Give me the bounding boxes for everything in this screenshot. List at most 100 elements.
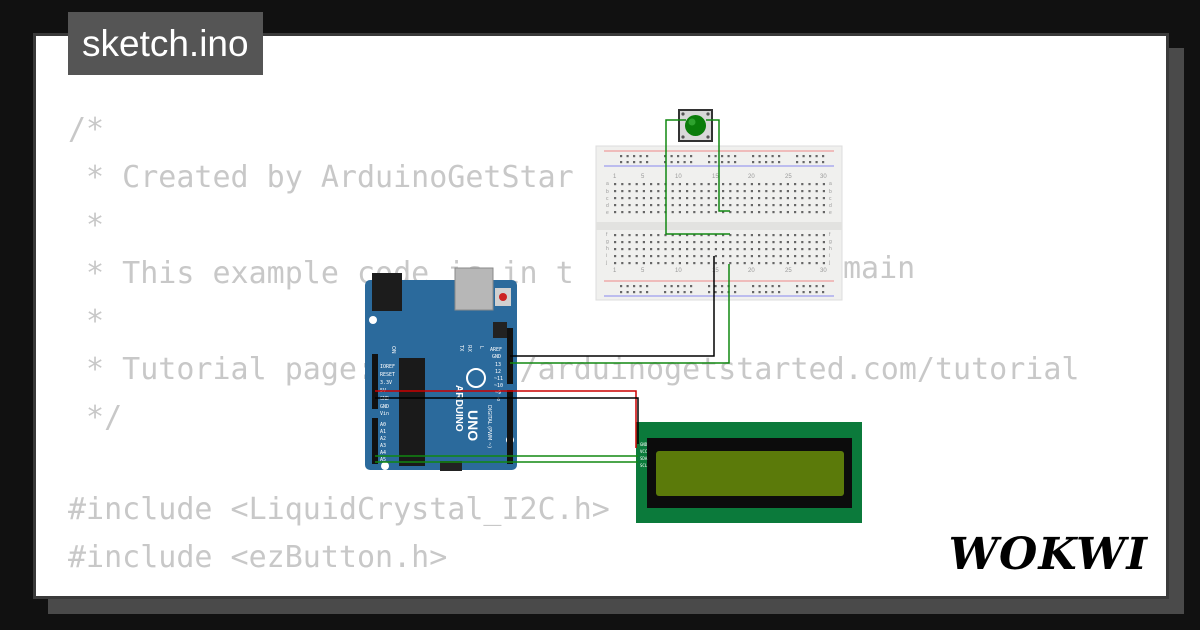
column-number: 30 (820, 174, 827, 180)
column-number: 1 (613, 174, 617, 180)
lcd-1602-i2c[interactable]: GND VCC SDA SCL (636, 422, 862, 523)
code-line: * This example code is in t (68, 256, 574, 291)
breadboard-row-letters: a b c d e f g h i j a b c d e f g h i j (605, 181, 832, 266)
svg-text:d: d (829, 203, 832, 209)
svg-text:GND: GND (380, 404, 389, 410)
svg-text:i: i (606, 253, 607, 259)
code-line: * (68, 208, 105, 243)
wire-black-gnd-breadboard (510, 256, 715, 357)
column-number: 1 (613, 268, 617, 274)
infinity-logo-left (466, 368, 486, 388)
arduino-uno-board[interactable]: IOREF RESET 3.3V 5V GND GND Vin A0 A1 A2… (365, 267, 517, 471)
wire-green-pin7-breadboard (510, 264, 730, 364)
wire-black-gnd-lcd (375, 397, 639, 444)
svg-text:d: d (606, 203, 609, 209)
digital-label: DIGITAL (PWM ~) (486, 405, 492, 448)
push-button[interactable] (678, 109, 713, 142)
column-number: 30 (820, 268, 827, 274)
svg-text:c: c (606, 196, 609, 202)
svg-text:g: g (606, 239, 609, 245)
dc-jack (372, 273, 402, 311)
svg-text:b: b (606, 189, 609, 195)
svg-text:c: c (829, 196, 832, 202)
digital-pin-labels: AREF GND 13 12 ~11 ~10 ~9 8 (490, 347, 503, 403)
svg-text:f: f (829, 232, 831, 238)
svg-text:12: 12 (495, 369, 501, 375)
board-model-label: UNO (465, 410, 481, 441)
svg-text:A4: A4 (380, 450, 386, 456)
column-number: 25 (785, 268, 792, 274)
column-number: 5 (641, 268, 645, 274)
code-line: #include <LiquidCrystal_I2C.h> (68, 492, 610, 527)
code-line: * (68, 304, 105, 339)
on-led-label: ON (390, 346, 396, 354)
svg-text:~11: ~11 (494, 376, 503, 382)
svg-text:8: 8 (497, 397, 500, 403)
button-cap (685, 115, 706, 136)
svg-text:GND: GND (640, 442, 648, 447)
breadboard-holes (614, 155, 825, 294)
usb-connector (454, 267, 494, 311)
svg-text:GND: GND (380, 396, 389, 402)
analog-header (372, 418, 378, 464)
svg-text:a: a (606, 181, 609, 187)
column-number: 10 (675, 174, 682, 180)
wires (375, 119, 730, 463)
svg-text:GND: GND (492, 354, 501, 360)
digital-header-low (507, 390, 513, 464)
wire-green-button-right (706, 119, 730, 212)
l-led-label: L (478, 346, 484, 349)
lcd-pin-labels: GND VCC SDA SCL (640, 442, 648, 468)
svg-text:AREF: AREF (490, 347, 502, 353)
svg-text:A2: A2 (380, 436, 386, 442)
svg-text:A5: A5 (380, 457, 386, 463)
wokwi-logo: WOKWI (948, 529, 1148, 580)
column-number: 10 (675, 268, 682, 274)
rx-label: RX (466, 345, 472, 352)
svg-text:e: e (829, 210, 832, 216)
arduino-brand-label: ARDUINO (453, 385, 464, 432)
svg-text:~9: ~9 (495, 390, 501, 396)
svg-text:j: j (828, 260, 830, 266)
svg-text:VCC: VCC (640, 449, 648, 454)
svg-text:h: h (606, 246, 609, 252)
code-line: * Created by ArduinoGetStar (68, 160, 574, 195)
column-number: 15 (712, 268, 719, 274)
svg-text:a: a (829, 181, 832, 187)
svg-text:j: j (605, 260, 607, 266)
analog-pin-labels: A0 A1 A2 A3 A4 A5 (380, 422, 386, 463)
svg-text:SDA: SDA (640, 456, 648, 461)
lcd-screen (656, 451, 844, 496)
wire-red-5v-lcd (375, 390, 637, 448)
svg-text:~10: ~10 (494, 383, 503, 389)
svg-text:SCL: SCL (640, 463, 648, 468)
code-line: /* (68, 112, 105, 147)
file-title-tab[interactable]: sketch.ino (68, 12, 263, 75)
svg-text:h: h (829, 246, 832, 252)
wire-green-button-left (665, 119, 730, 235)
column-number: 25 (785, 174, 792, 180)
svg-text:b: b (829, 189, 832, 195)
tx-label: TX (458, 344, 464, 352)
column-number: 20 (748, 268, 755, 274)
svg-text:A3: A3 (380, 443, 386, 449)
code-line: #include <ezButton.h> (68, 540, 448, 575)
svg-text:RESET: RESET (380, 372, 395, 378)
svg-text:13: 13 (495, 362, 501, 368)
atmega-chip (399, 358, 425, 466)
svg-text:i: i (829, 253, 830, 259)
svg-text:e: e (606, 210, 609, 216)
svg-text:IOREF: IOREF (380, 364, 395, 370)
code-line: */ (68, 400, 123, 435)
svg-text:Vin: Vin (380, 411, 389, 417)
svg-text:A1: A1 (380, 429, 386, 435)
column-number: 15 (712, 174, 719, 180)
svg-text:f: f (606, 232, 608, 238)
breadboard-column-numbers: 1 5 10 15 20 25 30 1 5 10 15 20 25 30 (613, 174, 827, 274)
power-header (372, 354, 378, 409)
column-number: 5 (641, 174, 645, 180)
code-tail-text: main (843, 251, 915, 286)
svg-text:3.3V: 3.3V (380, 380, 392, 386)
svg-text:g: g (829, 239, 832, 245)
